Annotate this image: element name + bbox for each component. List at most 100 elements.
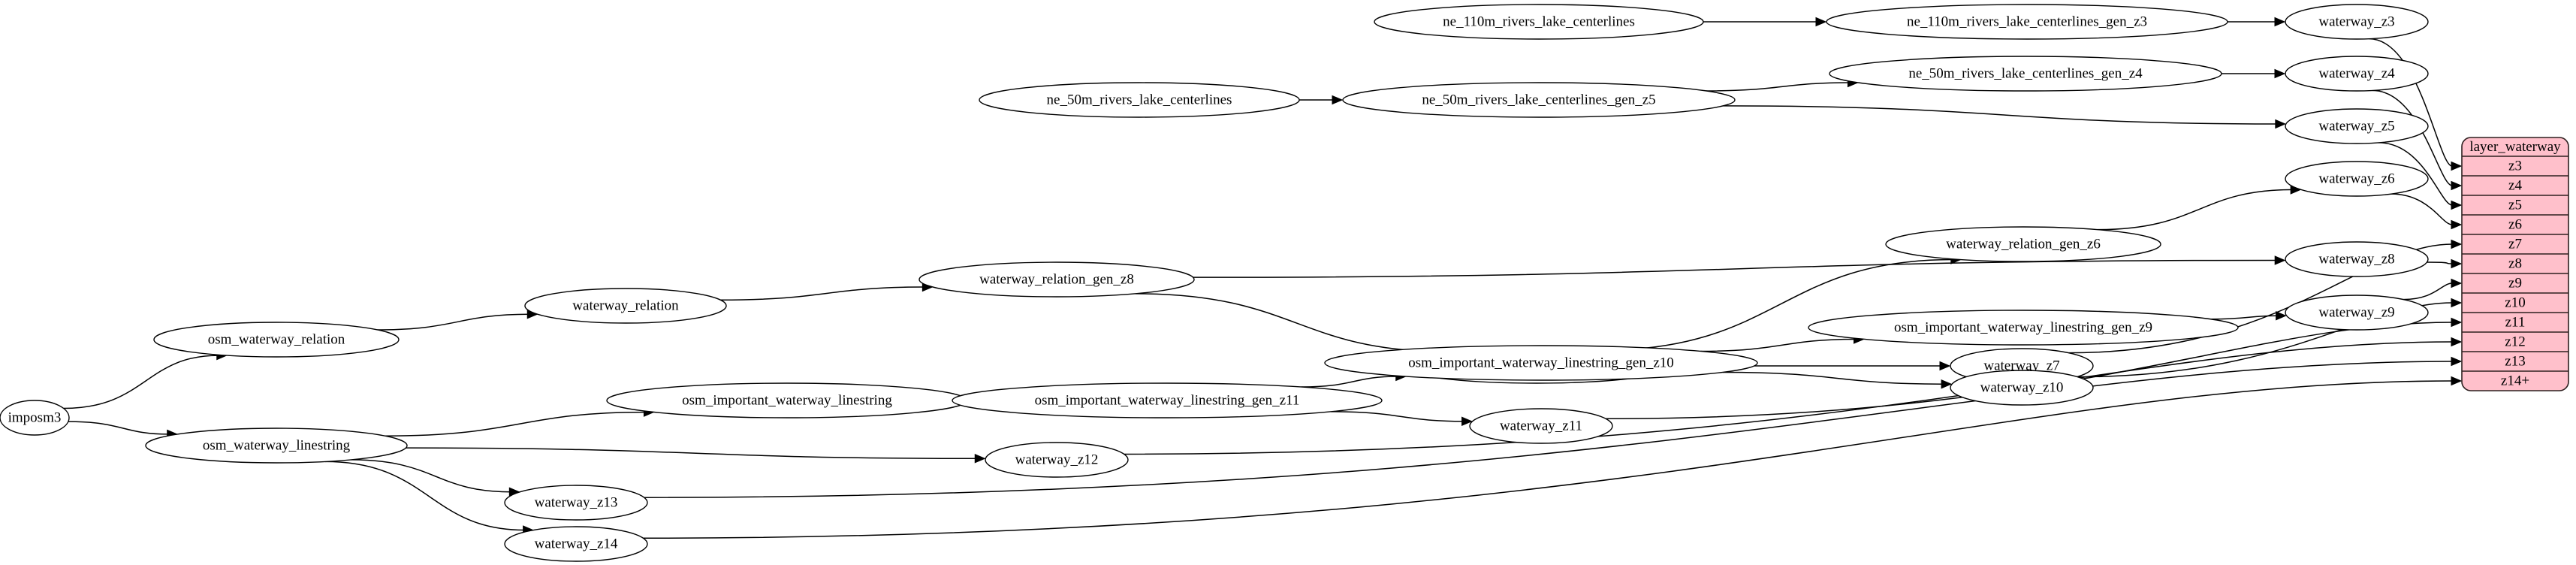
node-osm_important_waterway_linestring_gen_z11[interactable]: osm_important_waterway_linestring_gen_z1… xyxy=(952,382,1383,418)
node-shape xyxy=(2285,241,2429,277)
layer-waterway-table: layer_waterway z3 z4 z5 z6 z7 z8 z9 z10 z11 z12 z13… xyxy=(2461,137,2569,391)
layer-table-row-z11[interactable]: z11 xyxy=(2505,314,2526,330)
edge xyxy=(2097,189,2293,231)
node-label: waterway_z5 xyxy=(2318,118,2394,134)
node-shape xyxy=(1324,345,1758,381)
node-waterway_z11[interactable]: waterway_z11 xyxy=(1469,408,1613,444)
layer-table-title: layer_waterway xyxy=(2469,139,2561,155)
node-label: waterway_z11 xyxy=(1500,418,1582,434)
node-waterway_z9[interactable]: waterway_z9 xyxy=(2285,295,2429,331)
layer-table-row-z9[interactable]: z9 xyxy=(2508,275,2522,291)
node-label: waterway_z6 xyxy=(2318,171,2394,186)
edge xyxy=(643,380,2453,539)
layer-table-row-z6[interactable]: z6 xyxy=(2508,216,2522,232)
edge xyxy=(2372,89,2453,186)
edge-arrowhead xyxy=(2451,356,2463,367)
node-shape xyxy=(1829,56,2222,92)
node-osm_important_waterway_linestring_gen_z9[interactable]: osm_important_waterway_linestring_gen_z9 xyxy=(1808,310,2239,346)
node-label: ne_110m_rivers_lake_centerlines xyxy=(1443,14,1635,29)
node-shape xyxy=(1826,4,2228,40)
node-waterway_z8[interactable]: waterway_z8 xyxy=(2285,241,2429,277)
node-ne_110m_rivers_lake_centerlines_gen_z3[interactable]: ne_110m_rivers_lake_centerlines_gen_z3 xyxy=(1826,4,2228,40)
edge xyxy=(1193,259,2277,278)
node-waterway_z10[interactable]: waterway_z10 xyxy=(1950,370,2094,406)
layer-table-row-z5[interactable]: z5 xyxy=(2508,197,2522,213)
node-osm_important_waterway_linestring[interactable]: osm_important_waterway_linestring xyxy=(606,382,968,418)
edge-arrowhead xyxy=(1461,416,1473,427)
node-shape xyxy=(1808,310,2239,346)
layer-table-row-z12[interactable]: z12 xyxy=(2505,334,2525,349)
node-shape xyxy=(952,382,1383,418)
layer-table-row-z8[interactable]: z8 xyxy=(2508,255,2522,271)
node-waterway_z13[interactable]: waterway_z13 xyxy=(504,485,648,521)
layer-table-row-z13[interactable]: z13 xyxy=(2505,353,2525,369)
node-shape xyxy=(918,261,1195,298)
edge xyxy=(1124,341,2453,455)
node-shape xyxy=(1469,408,1613,444)
edge xyxy=(1722,371,1944,385)
edge-arrowhead xyxy=(2451,239,2463,249)
edge xyxy=(1331,411,1464,422)
node-shape xyxy=(1950,370,2094,406)
edge xyxy=(2427,261,2453,264)
node-label: ne_50m_rivers_lake_centerlines_gen_z5 xyxy=(1422,92,1655,107)
edge-arrowhead xyxy=(2451,337,2463,347)
node-waterway_z6[interactable]: waterway_z6 xyxy=(2285,161,2429,197)
node-label: osm_waterway_relation xyxy=(208,331,345,347)
edge-arrowhead xyxy=(2451,200,2463,210)
layer-table-row-z10[interactable]: z10 xyxy=(2505,295,2525,310)
edge xyxy=(324,461,525,531)
edge xyxy=(63,355,219,409)
node-imposm3[interactable]: imposm3 xyxy=(0,400,70,436)
edge xyxy=(385,411,646,437)
edge xyxy=(1700,338,1856,352)
edge xyxy=(406,447,977,460)
node-waterway_relation_gen_z8[interactable]: waterway_relation_gen_z8 xyxy=(918,261,1195,298)
node-ne_110m_rivers_lake_centerlines[interactable]: ne_110m_rivers_lake_centerlines xyxy=(1374,4,1704,40)
node-shape xyxy=(2285,4,2429,40)
edge-arrowhead xyxy=(2274,68,2286,79)
node-osm_waterway_linestring[interactable]: osm_waterway_linestring xyxy=(145,428,408,464)
node-label: ne_110m_rivers_lake_centerlines_gen_z3 xyxy=(1907,14,2147,29)
edge-arrowhead xyxy=(2275,119,2287,129)
node-ne_50m_rivers_lake_centerlines_gen_z5[interactable]: ne_50m_rivers_lake_centerlines_gen_z5 xyxy=(1342,82,1736,118)
node-shape xyxy=(985,442,1129,478)
edge-arrowhead xyxy=(2276,310,2287,321)
node-label: waterway_z8 xyxy=(2318,251,2394,267)
node-osm_important_waterway_linestring_gen_z10[interactable]: osm_important_waterway_linestring_gen_z1… xyxy=(1324,345,1758,381)
edge xyxy=(1706,82,1850,92)
node-label: waterway_z3 xyxy=(2318,14,2394,29)
edge xyxy=(644,361,2453,498)
node-osm_waterway_relation[interactable]: osm_waterway_relation xyxy=(153,322,400,358)
node-shape xyxy=(145,428,408,464)
node-shape xyxy=(2285,56,2429,92)
edge xyxy=(377,313,529,331)
node-waterway_z4[interactable]: waterway_z4 xyxy=(2285,56,2429,92)
layer-table-row-z4[interactable]: z4 xyxy=(2508,177,2522,193)
node-label: waterway_z7 xyxy=(1983,358,2059,373)
node-ne_50m_rivers_lake_centerlines_gen_z4[interactable]: ne_50m_rivers_lake_centerlines_gen_z4 xyxy=(1829,56,2222,92)
layer-table-row-z3[interactable]: z3 xyxy=(2508,158,2522,174)
edge-arrowhead xyxy=(2451,278,2463,289)
edge-arrowhead xyxy=(2451,219,2463,230)
node-waterway_relation[interactable]: waterway_relation xyxy=(524,288,727,324)
edge-arrowhead xyxy=(2451,180,2463,191)
node-label: osm_important_waterway_linestring_gen_z1… xyxy=(1035,392,1300,408)
layer-table-row-z14plus[interactable]: z14+ xyxy=(2501,373,2529,388)
node-label: waterway_z10 xyxy=(1980,379,2064,395)
node-shape xyxy=(504,485,648,521)
node-waterway_z5[interactable]: waterway_z5 xyxy=(2285,108,2429,144)
edge-arrowhead xyxy=(1815,17,1827,27)
node-ne_50m_rivers_lake_centerlines[interactable]: ne_50m_rivers_lake_centerlines xyxy=(979,82,1300,118)
node-waterway_relation_gen_z6[interactable]: waterway_relation_gen_z6 xyxy=(1885,226,2161,262)
node-shape xyxy=(153,322,400,358)
layer-table-row-z7[interactable]: z7 xyxy=(2508,236,2522,252)
node-waterway_z3[interactable]: waterway_z3 xyxy=(2285,4,2429,40)
node-shape xyxy=(2285,108,2429,144)
edge xyxy=(720,286,925,301)
node-waterway_z14[interactable]: waterway_z14 xyxy=(504,526,648,562)
node-waterway_z12[interactable]: waterway_z12 xyxy=(985,442,1129,478)
node-label: waterway_relation_gen_z8 xyxy=(979,271,1134,287)
